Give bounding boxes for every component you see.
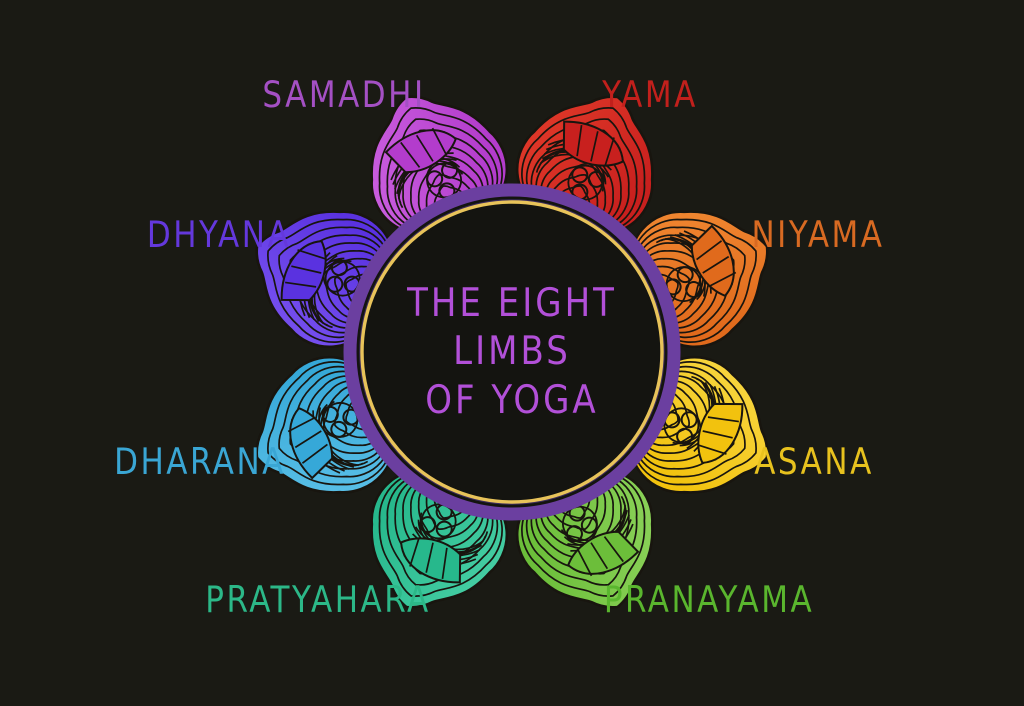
center-title-line-1: THE EIGHT — [407, 280, 617, 327]
center-title-line-2: LIMBS — [453, 328, 571, 375]
petal-linework — [266, 361, 395, 486]
center-disc — [366, 206, 658, 498]
limb-label-asana: ASANA — [754, 441, 874, 484]
limb-label-yama: YAMA — [602, 74, 698, 117]
limb-label-dhyana: DHYANA — [146, 214, 292, 257]
petal-linework — [629, 361, 758, 486]
center-title: THE EIGHT LIMBS OF YOGA — [407, 280, 617, 425]
center-ring-layer — [343, 183, 681, 521]
petal-linework — [378, 469, 503, 598]
limb-label-pratyahara: PRATYAHARA — [205, 579, 431, 622]
limb-label-dharana: DHARANA — [114, 441, 286, 484]
limb-label-niyama: NIYAMA — [751, 214, 885, 257]
limb-label-samadhi: SAMADHI — [262, 74, 426, 117]
center-title-line-3: OF YOGA — [425, 377, 599, 424]
petal-linework — [521, 469, 646, 598]
petal-linework — [629, 218, 758, 343]
limb-label-pranayama: PRANAYAMA — [603, 579, 815, 622]
